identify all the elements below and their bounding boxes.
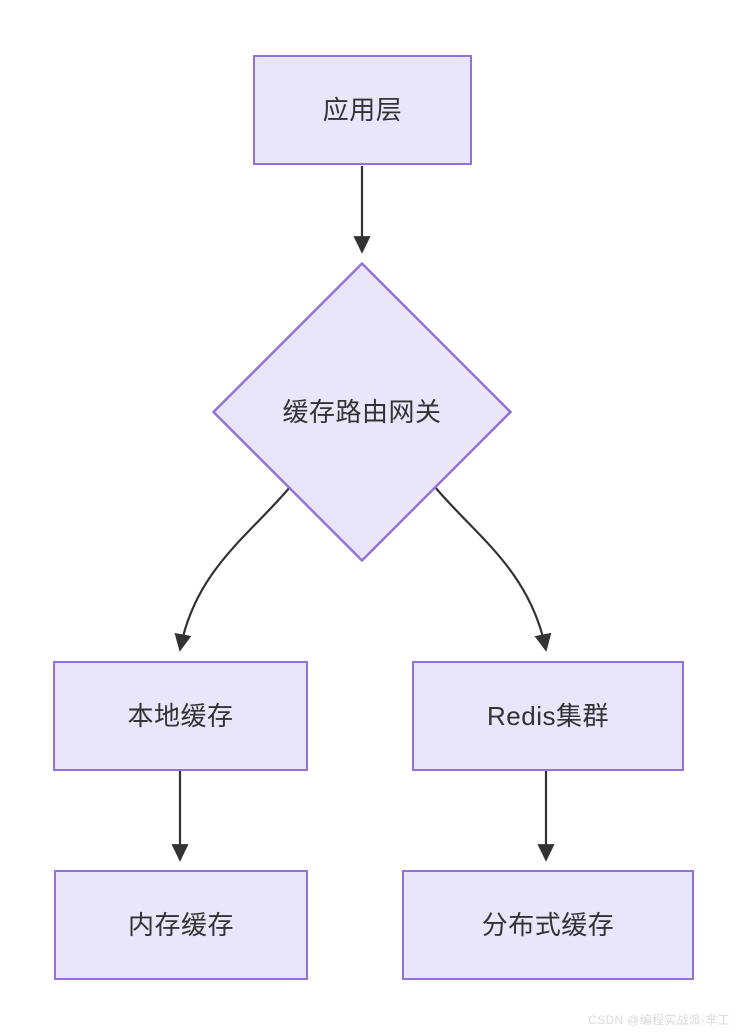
diamond-shape	[212, 262, 512, 562]
node-application-layer[interactable]: 应用层	[253, 55, 472, 165]
node-memory-cache[interactable]: 内存缓存	[54, 870, 308, 980]
node-label: 内存缓存	[127, 910, 234, 940]
node-redis-cluster[interactable]: Redis集群	[412, 661, 684, 771]
node-label: 本地缓存	[127, 701, 234, 731]
node-label: 缓存路由网关	[282, 397, 442, 427]
node-label: 分布式缓存	[481, 910, 615, 940]
node-label: 应用层	[322, 95, 403, 125]
watermark-text: CSDN @编程实战派-芈工	[588, 1013, 730, 1027]
node-local-cache[interactable]: 本地缓存	[53, 661, 308, 771]
node-cache-routing-gateway[interactable]: 缓存路由网关	[212, 262, 512, 562]
node-distributed-cache[interactable]: 分布式缓存	[402, 870, 694, 980]
edge-gateway-to-local	[174, 486, 291, 652]
edge-gateway-to-redis	[434, 486, 552, 652]
node-label: Redis集群	[487, 701, 609, 731]
